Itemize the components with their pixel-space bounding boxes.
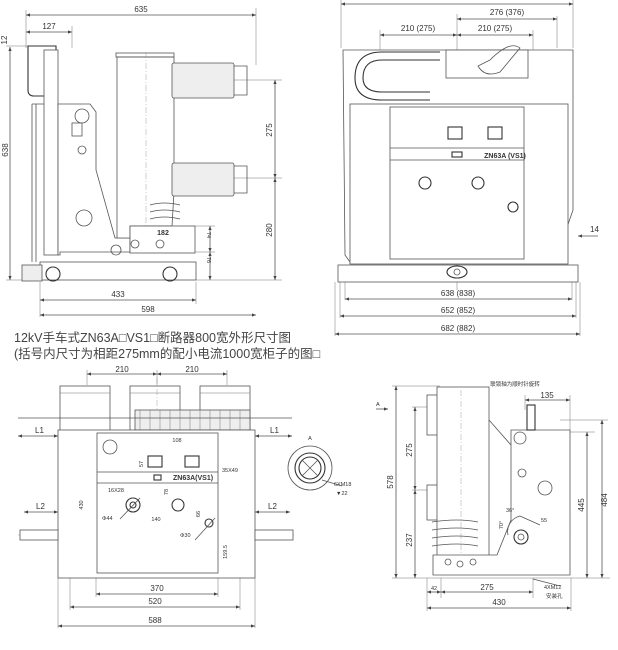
dim-484: 484 (600, 493, 609, 507)
dim-78: 78 (164, 489, 170, 495)
dim-l1-right: L1 (270, 426, 279, 435)
angle-36: 36° (506, 508, 514, 514)
front-view-bottom: 210 210 L1 L1 L2 L2 108 57 35X49 ZN63A(V… (18, 365, 295, 628)
detail-a: A 6XM18 ▼22 (287, 436, 351, 497)
dim-42: 42 (431, 586, 437, 592)
dim-275-h: 275 (480, 583, 494, 592)
dim-l1-left: L1 (35, 426, 44, 435)
dim-l2-left: L2 (36, 502, 45, 511)
dim-12: 12 (0, 35, 9, 44)
dim-74: 74 (205, 232, 211, 238)
front-view-top: ZN63A (VS1) 276 (376) 210 (275) 210 (275… (334, 0, 599, 336)
nameplate-top: ZN63A (VS1) (484, 153, 526, 160)
dim-276: 276 (376) (490, 8, 525, 17)
nameplate-bottom: ZN63A(VS1) (173, 475, 213, 482)
dim-108: 108 (172, 438, 181, 444)
dim-430-h: 430 (492, 598, 506, 607)
dim-4xm12: 4XM12 (544, 585, 561, 591)
dim-140: 140 (151, 517, 160, 523)
dim-445: 445 (577, 498, 586, 512)
side-view-top: 635 127 12 638 275 280 182 74 76 433 598 (0, 5, 282, 317)
dim-275: 275 (265, 123, 274, 137)
dim-16x28: 16X28 (108, 488, 124, 494)
dim-135: 135 (540, 391, 554, 400)
dim-210-right: 210 (275) (478, 24, 513, 33)
dim-182: 182 (157, 230, 169, 237)
dim-35x49: 35X49 (222, 468, 238, 474)
dim-159-5: 159.5 (223, 545, 229, 559)
detail-thread: 6XM18 (334, 482, 351, 488)
caption-line-1: 12kV手车式ZN63A□VS1□断路器800宽外形尺寸图 (14, 330, 291, 345)
side-view-bottom: 联锁轴为顺时针旋转 A 578 275 237 1 (376, 380, 610, 611)
dim-652-852: 652 (852) (441, 306, 476, 315)
angle-70: 70° (499, 521, 505, 529)
caption-line-2: (括号内尺寸为相距275mm的配小电流1000宽柜子的图□ (14, 346, 321, 361)
dim-370: 370 (150, 584, 164, 593)
dim-635: 635 (134, 5, 148, 14)
dim-275-v: 275 (405, 443, 414, 457)
dim-598: 598 (141, 305, 155, 314)
dim-76: 76 (205, 257, 211, 263)
dim-588: 588 (148, 616, 162, 625)
dim-55: 55 (541, 518, 547, 524)
dim-66: 66 (196, 511, 202, 517)
dim-l2-right: L2 (268, 502, 277, 511)
dim-433: 433 (111, 290, 125, 299)
dim-57: 57 (139, 461, 145, 467)
dim-280: 280 (265, 223, 274, 237)
dim-phi30: Φ30 (180, 533, 191, 539)
detail-a-label: A (308, 436, 312, 442)
dim-638: 638 (1, 143, 10, 157)
dim-520: 520 (148, 597, 162, 606)
interlock-note: 联锁轴为顺时针旋转 (490, 380, 540, 388)
dim-210-a: 210 (115, 365, 129, 374)
detail-depth: ▼22 (336, 491, 348, 497)
dim-14: 14 (590, 225, 599, 234)
dim-210-b: 210 (185, 365, 199, 374)
dim-682-882: 682 (882) (441, 324, 476, 333)
dim-127: 127 (42, 22, 56, 31)
dim-237: 237 (405, 533, 414, 547)
dim-638-838: 638 (838) (441, 289, 476, 298)
view-arrow-a: A (376, 402, 380, 408)
dim-phi44: Φ44 (102, 516, 113, 522)
dim-578: 578 (386, 475, 395, 489)
dim-210-left: 210 (275) (401, 24, 436, 33)
mounting-hole-note: 安装孔 (546, 592, 563, 600)
dim-430-v: 430 (79, 500, 85, 509)
